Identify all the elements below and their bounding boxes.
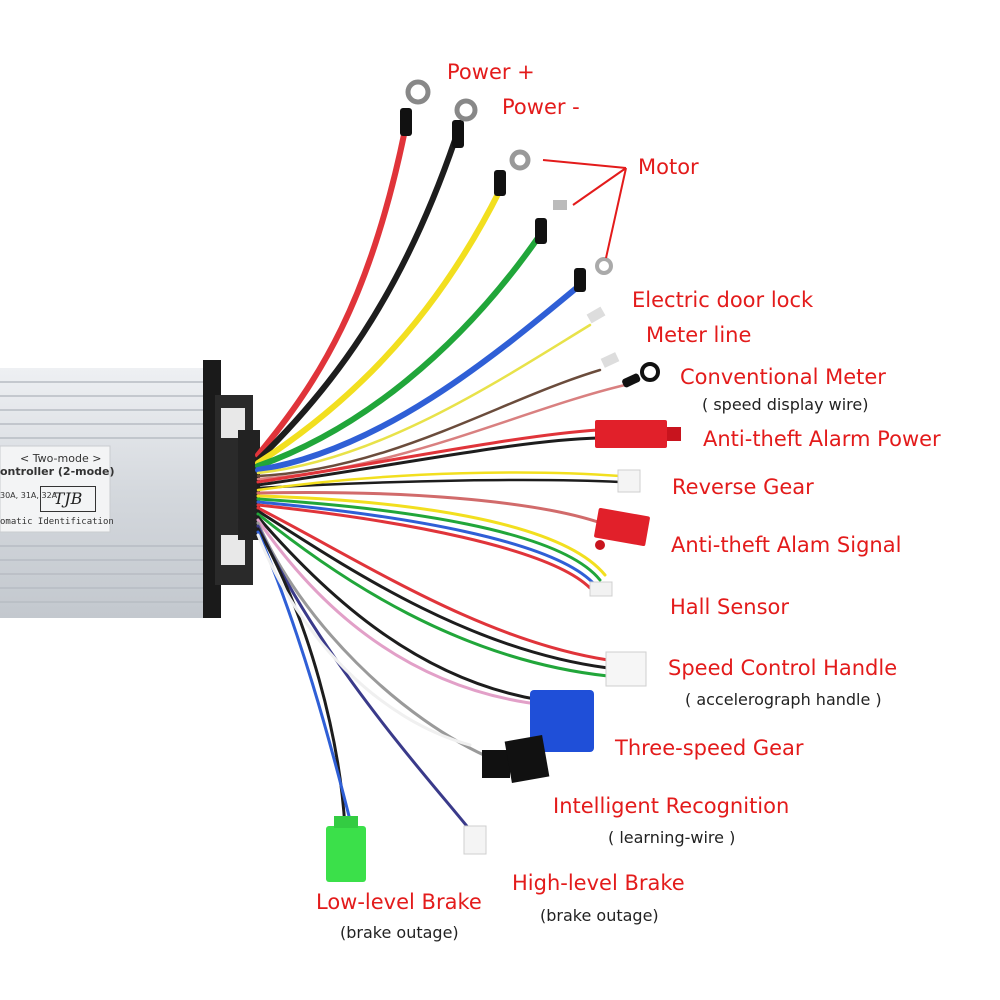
wire-high-brake (256, 524, 472, 832)
label-motor: Motor (638, 155, 699, 179)
label-high-brake-sub: (brake outage) (540, 906, 659, 925)
wire-low-brake-2 (256, 530, 354, 830)
connector-low-brake (326, 816, 366, 882)
wire-alarm-power-red (256, 428, 600, 484)
wire-motor-green (255, 232, 543, 469)
wire-hall-2 (256, 497, 602, 582)
connector-alarm-power (595, 420, 681, 448)
wire-speed-handle-1 (256, 506, 610, 662)
wire-alarm-signal (256, 490, 600, 524)
wire-motor-yellow (255, 187, 503, 466)
wire-hall-4 (256, 503, 592, 590)
wire-meter-line (256, 368, 602, 478)
label-high-brake: High-level Brake (512, 871, 685, 895)
label-conventional-meter: Conventional Meter (680, 365, 886, 389)
label-intelligent: Intelligent Recognition (553, 794, 790, 818)
label-speed-handle: Speed Control Handle (668, 656, 898, 680)
wire-alarm-power-black (256, 436, 600, 487)
controller-name-line: ontroller (2-mode) (0, 465, 115, 478)
wire-reverse-gear (256, 478, 622, 490)
label-conventional-meter-sub: ( speed display wire) (702, 395, 869, 414)
wire-three-speed (256, 515, 542, 702)
spade-door-lock (586, 306, 606, 324)
label-power-minus: Power - (502, 95, 580, 119)
wire-power-minus (255, 137, 458, 463)
label-power-plus: Power + (447, 60, 535, 84)
label-alarm-signal: Anti-theft Alam Signal (671, 533, 902, 557)
connector-hall-sensor (589, 581, 613, 597)
label-speed-handle-sub: ( accelerograph handle ) (685, 690, 882, 709)
connector-high-brake (463, 825, 487, 855)
controller-housing (0, 360, 260, 618)
label-low-brake-sub: (brake outage) (340, 923, 459, 942)
label-door-lock: Electric door lock (632, 288, 814, 312)
ring-terminal-power-plus (400, 79, 431, 136)
wire-speed-handle-2 (256, 509, 610, 670)
connector-intelligent (482, 735, 550, 783)
connector-speed-handle (605, 651, 647, 687)
wire-hall-3 (256, 500, 597, 587)
ring-terminal-motor-2 (535, 200, 567, 244)
wire-hall-1 (256, 494, 607, 577)
wire-light-1 (256, 533, 472, 747)
wire-reverse-gear-2 (256, 471, 622, 492)
controller-spec-line: 30A, 31A, 32A (0, 491, 58, 500)
connectors (326, 79, 681, 882)
ring-terminal-conventional-meter (622, 362, 660, 388)
wire-bundle (255, 127, 627, 832)
connector-three-speed (530, 690, 594, 752)
ring-terminal-motor-3 (574, 257, 613, 292)
label-reverse-gear: Reverse Gear (672, 475, 814, 499)
controller-mode-title: < Two-mode > (20, 452, 102, 465)
spade-meter-line (600, 352, 620, 368)
label-alarm-power: Anti-theft Alarm Power (703, 427, 941, 451)
wire-three-speed-2 (256, 518, 547, 707)
label-three-speed: Three-speed Gear (615, 736, 804, 760)
ring-terminal-power-minus (452, 98, 478, 148)
motor-pointer-lines (542, 159, 627, 259)
label-hall-sensor: Hall Sensor (670, 595, 789, 619)
label-meter-line: Meter line (646, 323, 752, 347)
connector-reverse-gear (617, 469, 641, 493)
label-intelligent-sub: ( learning-wire ) (608, 828, 736, 847)
label-low-brake: Low-level Brake (316, 890, 482, 914)
wire-speed-handle-3 (256, 512, 610, 678)
wire-motor-blue (255, 282, 583, 473)
controller-ident-line: omatic Identification (0, 517, 114, 527)
wire-door-lock (256, 323, 592, 475)
connector-alarm-signal (594, 508, 650, 550)
ring-terminal-motor-1 (494, 149, 531, 196)
wire-power-plus (255, 127, 408, 458)
controller-brand-box: TJB (40, 486, 96, 512)
